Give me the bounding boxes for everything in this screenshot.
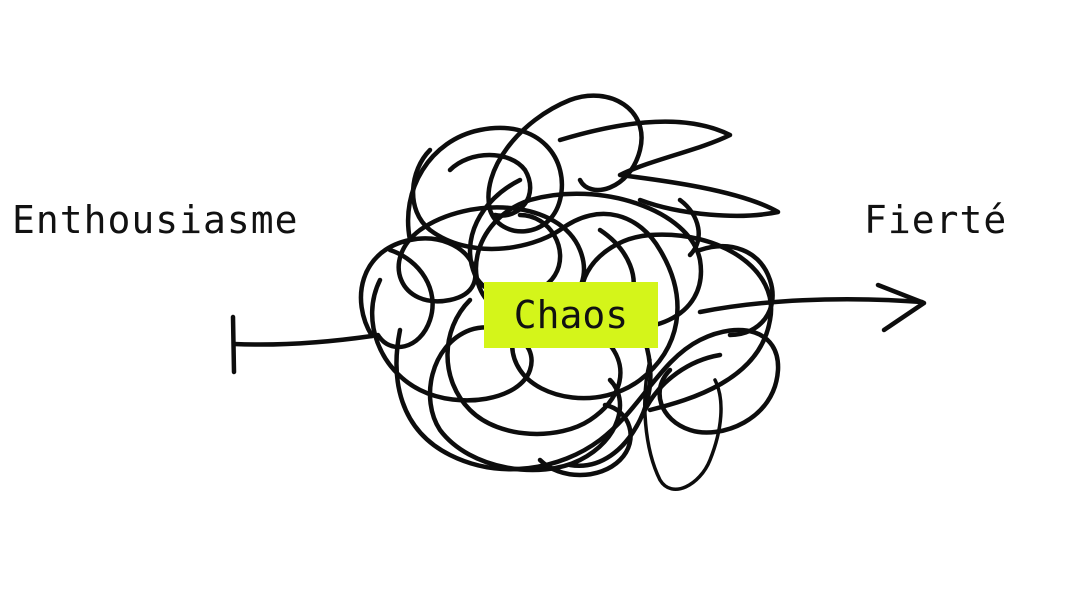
- chaos-label: Chaos: [513, 293, 629, 337]
- chaos-highlight-box: Chaos: [484, 282, 658, 348]
- start-label: Enthousiasme: [12, 198, 299, 242]
- incoming-line: [231, 333, 375, 347]
- arrow-head: [875, 282, 927, 333]
- end-label: Fierté: [864, 198, 1008, 242]
- outgoing-line: [697, 297, 925, 315]
